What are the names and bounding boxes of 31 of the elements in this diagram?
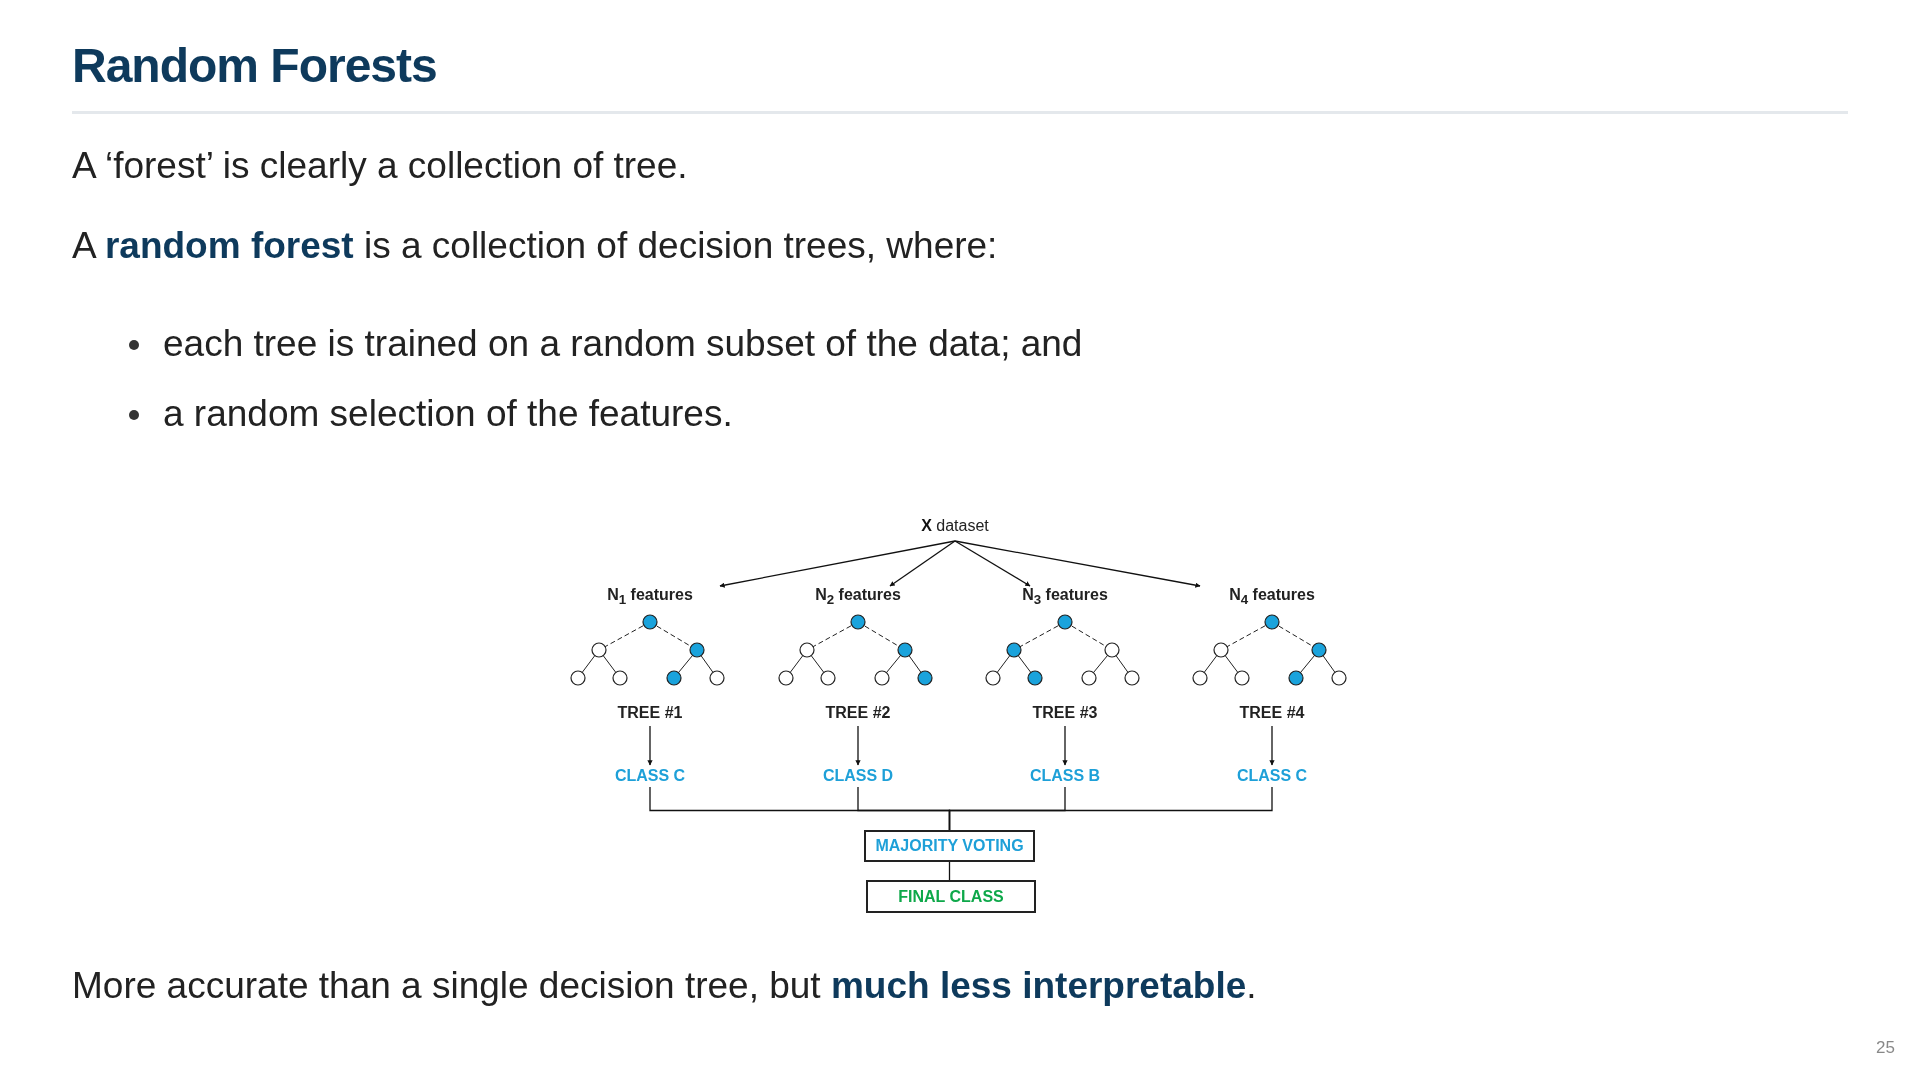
arrow bbox=[889, 540, 956, 587]
tree-heading: N$_{2}$ features bbox=[814, 586, 902, 608]
result-box: FINAL CLASS bbox=[866, 880, 1036, 913]
paragraph: A random forest is a collection of decision trees, where: bbox=[72, 225, 998, 267]
paragraph: A ‘forest’ is clearly a collection of tree. bbox=[72, 145, 688, 187]
bullet-text: a random selection of the features. bbox=[163, 393, 733, 435]
paragraph: More accurate than a single decision tree, but much less interpretable. bbox=[72, 965, 1257, 1007]
class-label: CLASS D bbox=[798, 765, 918, 787]
dataset-label: X dataset bbox=[905, 517, 1005, 537]
tree-heading: N$_{1}$ features bbox=[606, 586, 694, 608]
arrow bbox=[1062, 725, 1068, 766]
tree-heading: N$_{4}$ features bbox=[1228, 586, 1316, 608]
tree-label: TREE #1 bbox=[616, 704, 684, 722]
voting-box: MAJORITY VOTING bbox=[864, 830, 1035, 862]
arrow bbox=[647, 725, 653, 766]
arrow bbox=[954, 540, 1031, 587]
class-label: CLASS C bbox=[590, 765, 710, 787]
tree-label: TREE #4 bbox=[1238, 704, 1306, 722]
arrow bbox=[855, 725, 861, 766]
class-label: CLASS B bbox=[1005, 765, 1125, 787]
page-number: 25 bbox=[1876, 1038, 1895, 1058]
connector-line bbox=[948, 786, 1273, 831]
bullet-text: each tree is trained on a random subset of the data; and bbox=[163, 323, 1083, 365]
tree-label: TREE #3 bbox=[1031, 704, 1099, 722]
tree-heading: N$_{3}$ features bbox=[1021, 586, 1109, 608]
slide-title: Random Forests bbox=[72, 38, 437, 93]
tree-label: TREE #2 bbox=[824, 704, 892, 722]
class-label: CLASS C bbox=[1212, 765, 1332, 787]
arrow bbox=[954, 540, 1201, 588]
arrow bbox=[1269, 725, 1275, 766]
arrow bbox=[719, 540, 956, 588]
